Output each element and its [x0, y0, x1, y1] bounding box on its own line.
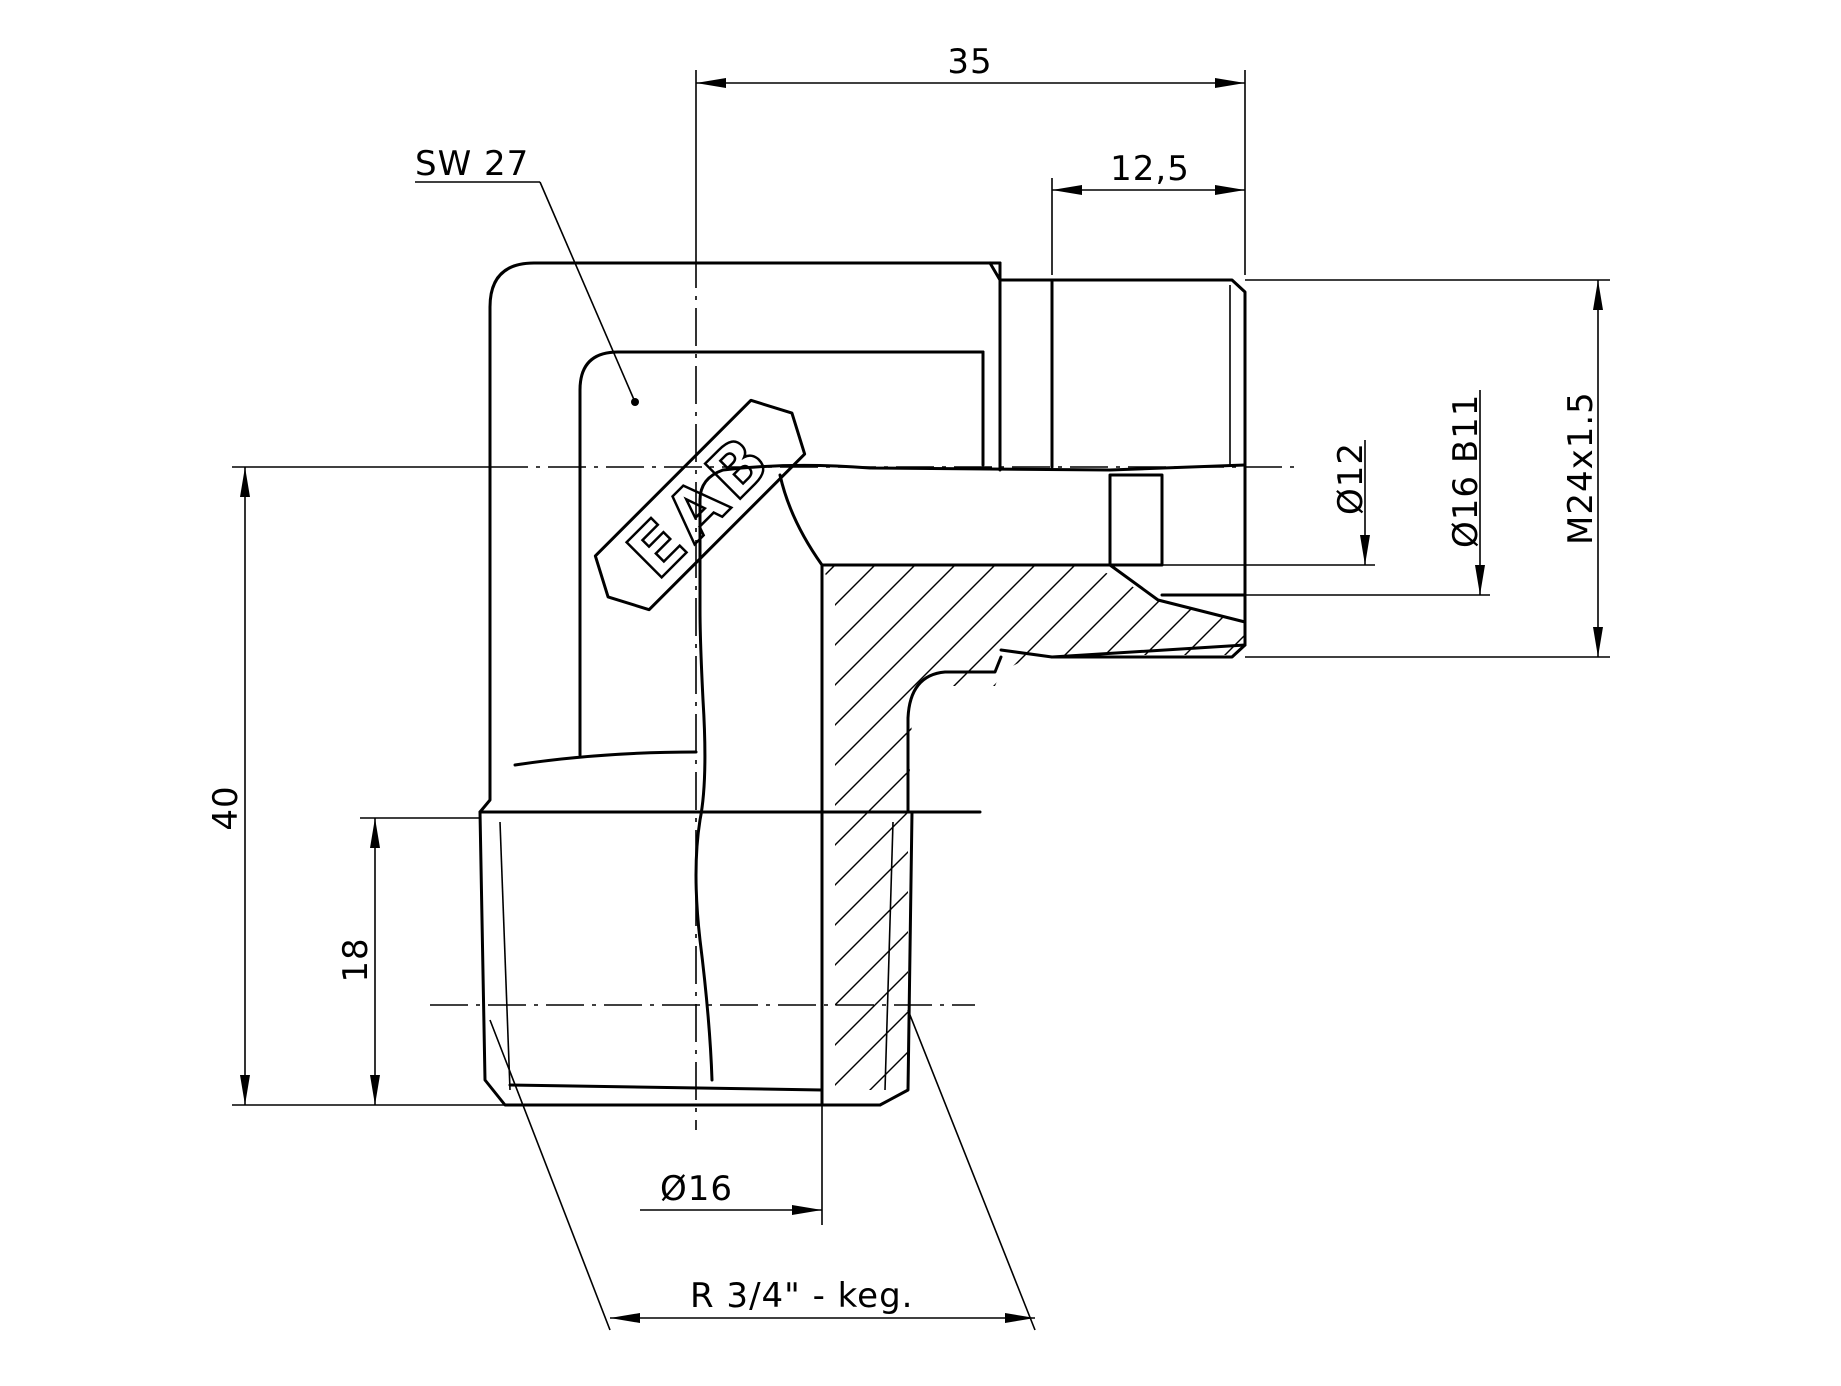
hatch-line — [120, 560, 680, 1120]
hatch-line — [879, 565, 1245, 1090]
dim-thread-bottom: R 3/4" - keg. — [489, 1009, 1036, 1331]
hatch-line — [822, 565, 1041, 1090]
dim-overall-height: 40 — [206, 466, 505, 1106]
hatch-line — [240, 560, 800, 1120]
hatch-line — [999, 565, 1245, 1090]
dim-wrench-size-label: SW 27 — [415, 144, 529, 184]
hatch-line — [40, 560, 600, 1120]
hatch-line — [1480, 560, 1841, 1120]
dim-thread-side: M24x1.5 — [1245, 279, 1610, 658]
dim-bore-small: Ø12 — [1162, 440, 1375, 566]
hatch-line — [822, 565, 1245, 1090]
hatch-line — [160, 560, 720, 1120]
hatch-line — [822, 565, 921, 1090]
logo-outline — [593, 398, 807, 612]
dim-thread-length-side-label: 12,5 — [1110, 149, 1190, 189]
section-right-edge — [906, 655, 1003, 812]
hatch-line — [822, 565, 1001, 1090]
hatch-line — [1520, 560, 1841, 1120]
hex-chamfer-top — [988, 261, 1002, 282]
hatch-line — [1400, 560, 1841, 1120]
section-hatching — [40, 560, 1841, 1120]
dim-thread-length-bottom: 18 — [336, 817, 480, 1105]
hatch-line — [1600, 560, 1841, 1120]
bore-counterbore — [1108, 473, 1164, 567]
bore-curve-outer — [778, 473, 824, 567]
hatch-line — [822, 565, 1245, 1090]
bottom-thread-root-right — [884, 821, 894, 1091]
dim-overall-length-label: 35 — [947, 42, 992, 82]
hatch-line — [1320, 560, 1841, 1120]
hatch-line — [1079, 565, 1245, 1090]
dim-bore-large: Ø16 B11 — [1245, 390, 1490, 596]
bottom-thread-inner-line — [508, 1083, 824, 1092]
hatch-line — [1560, 560, 1841, 1120]
hex-inner-face — [578, 350, 985, 757]
hatch-line — [919, 565, 1245, 1090]
hatch-line — [822, 565, 881, 1090]
hatch-line — [822, 565, 1121, 1090]
hatch-line — [822, 565, 1241, 1090]
hatch-line — [1440, 560, 1841, 1120]
dim-bore-bottom-label: Ø16 — [660, 1169, 733, 1209]
bottom-thread-outer — [478, 810, 914, 1107]
dim-thread-length-side: 12,5 — [1051, 149, 1245, 275]
hex-bottom-curve — [513, 750, 698, 767]
bottom-thread-root-left — [499, 821, 511, 1091]
hatch-line — [1360, 560, 1841, 1120]
side-spigot — [998, 278, 1247, 659]
dim-overall-height-label: 40 — [206, 785, 246, 830]
hatch-line — [1239, 565, 1245, 1090]
bore-cone — [1108, 563, 1247, 624]
dim-thread-length-bottom-label: 18 — [336, 937, 376, 982]
fitting-body — [478, 261, 1247, 1107]
dim-thread-side-label: M24x1.5 — [1561, 391, 1601, 545]
hatch-line — [1199, 565, 1245, 1090]
bore-curve-inner — [694, 468, 725, 1082]
hatch-line — [1039, 565, 1245, 1090]
hatch-line — [822, 565, 1161, 1090]
dim-wrench-size: SW 27 — [415, 144, 636, 403]
dim-bore-bottom: Ø16 — [640, 1105, 823, 1225]
hatch-line — [822, 565, 1245, 1090]
hatch-line — [839, 565, 1245, 1090]
dim-overall-length: 35 — [695, 42, 1246, 275]
dim-bore-large-label: Ø16 B11 — [1446, 394, 1486, 548]
dim-bore-small-label: Ø12 — [1331, 442, 1371, 515]
hatch-line — [822, 565, 841, 1090]
bore-top-line — [721, 463, 1247, 472]
hatch-line — [80, 560, 640, 1120]
hatch-line — [822, 565, 1081, 1090]
dim-thread-bottom-label: R 3/4" - keg. — [690, 1276, 913, 1316]
hatch-line — [1280, 560, 1840, 1120]
hatch-line — [822, 565, 961, 1090]
body-outer-contour — [478, 261, 1002, 814]
hatch-line — [822, 565, 1201, 1090]
